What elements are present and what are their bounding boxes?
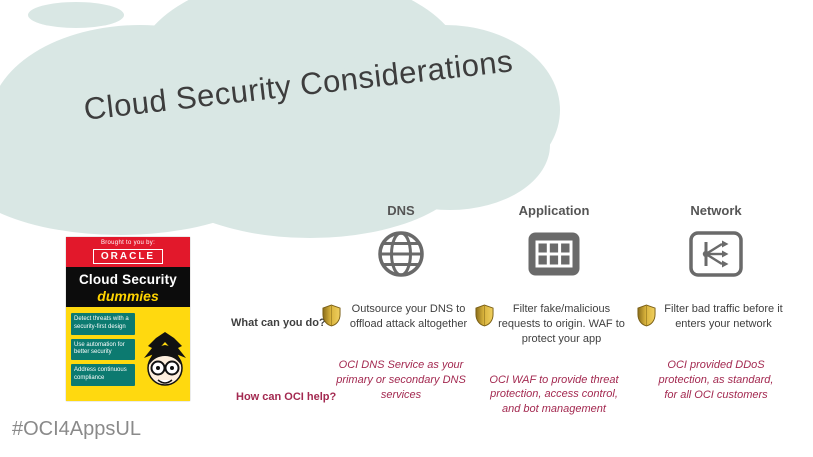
shield-icon <box>322 304 341 332</box>
book-bullet: Address continuous compliance <box>71 364 135 386</box>
application-grid-icon <box>475 228 633 280</box>
book-series: dummies <box>97 288 159 304</box>
book-cover: Brought to you by: ORACLE Cloud Security… <box>66 237 190 401</box>
column-dns: DNS Outsource your DNS to offload attack… <box>322 203 480 403</box>
what-row: Filter fake/malicious requests to origin… <box>475 302 633 347</box>
oci-text: OCI WAF to provide threat protection, ac… <box>489 373 619 416</box>
globe-icon <box>322 228 480 280</box>
column-header: Application <box>518 203 590 218</box>
column-network: Network Filter bad traffic bef <box>637 203 795 403</box>
book-cover-header: Brought to you by: ORACLE <box>66 237 190 267</box>
cloud-puff <box>350 80 550 210</box>
oci-text: OCI DNS Service as your primary or secon… <box>336 359 466 401</box>
cloud-puff <box>28 2 124 28</box>
dummies-mascot-icon <box>142 332 188 399</box>
what-text: Outsource your DNS to offload attack alt… <box>349 303 468 330</box>
what-row: Filter bad traffic before it enters your… <box>637 302 795 332</box>
book-title: Cloud Security <box>78 272 178 287</box>
what-text: Filter bad traffic before it enters your… <box>664 303 783 330</box>
column-application: Application Filter fake/malicious reques… <box>475 203 633 417</box>
shield-icon <box>637 304 656 332</box>
book-cover-body: Detect threats with a security-first des… <box>66 307 190 401</box>
network-filter-icon <box>637 228 795 280</box>
column-header: Network <box>690 203 742 218</box>
book-bullet: Detect threats with a security-first des… <box>71 313 135 335</box>
book-bullet-list: Detect threats with a security-first des… <box>71 313 135 397</box>
oracle-logo: ORACLE <box>92 249 164 264</box>
book-cover-title-band: Cloud Security dummies <box>66 267 190 307</box>
book-bullet: Use automation for better security <box>71 338 135 361</box>
what-row: Outsource your DNS to offload attack alt… <box>322 302 480 332</box>
what-text: Filter fake/malicious requests to origin… <box>498 303 625 345</box>
row-label-how-can-oci-help: How can OCI help? <box>236 391 337 403</box>
hashtag-label: #OCI4AppsUL <box>12 418 141 440</box>
column-header: DNS <box>387 203 415 218</box>
book-brought-by: Brought to you by: <box>100 240 156 246</box>
shield-icon <box>475 304 494 332</box>
row-label-what-can-you-do: What can you do? <box>231 317 326 329</box>
oci-text: OCI provided DDoS protection, as standar… <box>658 359 774 401</box>
